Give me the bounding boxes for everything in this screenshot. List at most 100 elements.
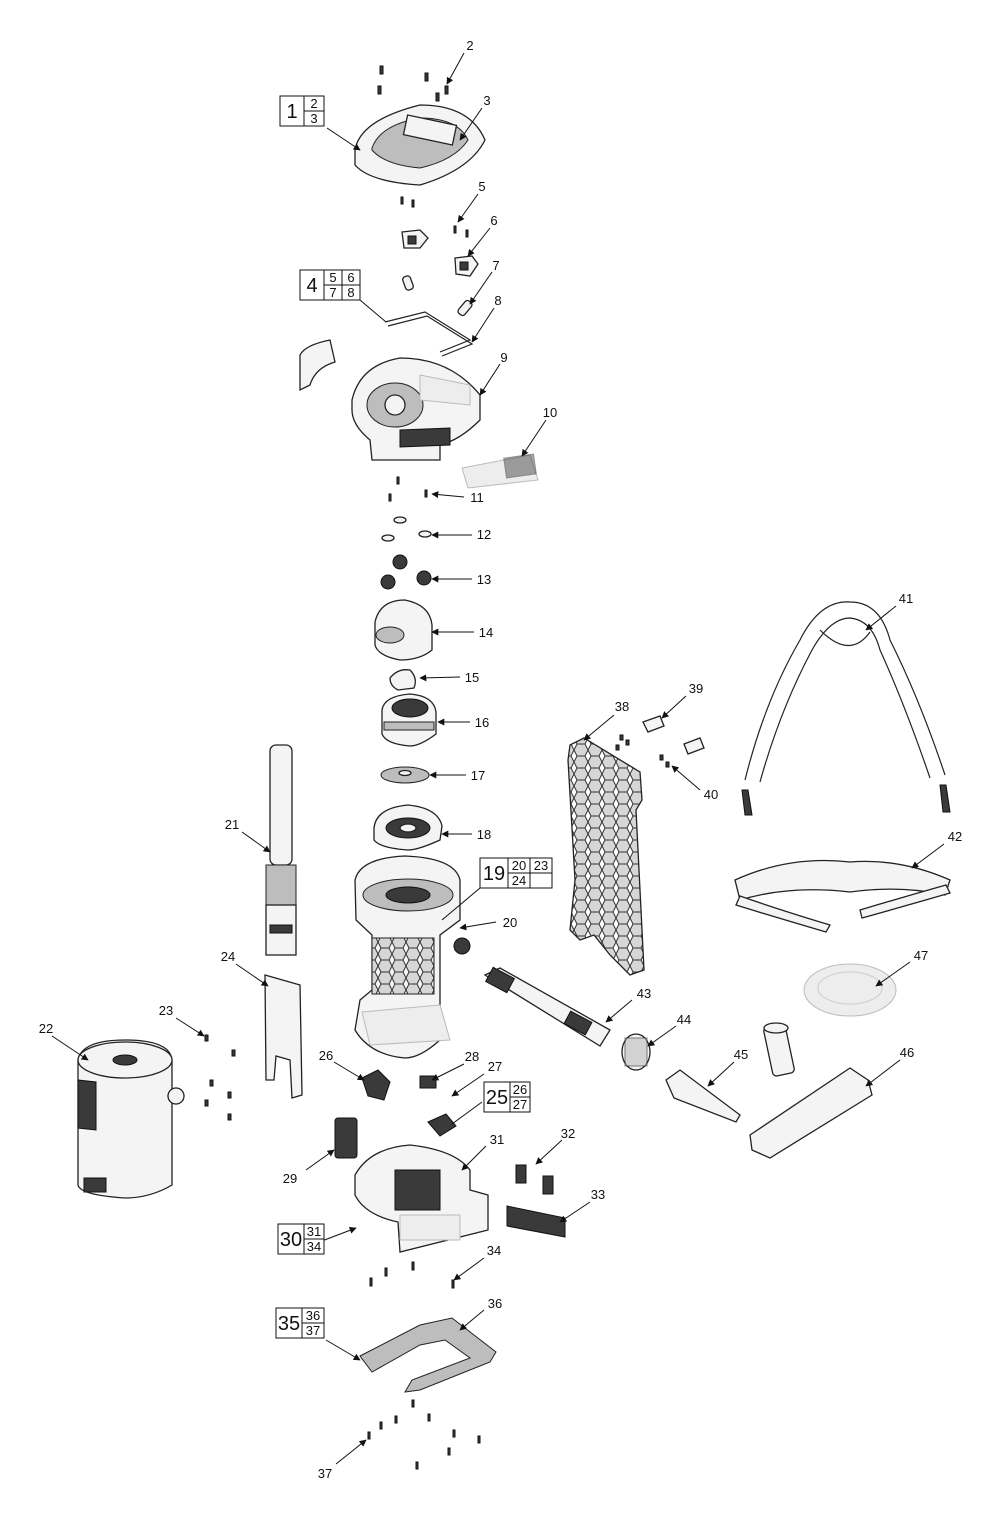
assembly-sub-number: 31 (307, 1224, 321, 1239)
callout-47: 47 (914, 948, 928, 963)
clips-39 (615, 715, 705, 755)
screws-34 (369, 1261, 455, 1289)
callout-24: 24 (221, 949, 235, 964)
screws-23 (204, 1034, 236, 1121)
callout-39: 39 (689, 681, 703, 696)
assembly-sub-number: 36 (306, 1308, 320, 1323)
callout-18: 18 (477, 827, 491, 842)
callout-20: 20 (503, 915, 517, 930)
canister-part (77, 1039, 185, 1199)
callout-45: 45 (734, 1047, 748, 1062)
assembly-main-number: 25 (486, 1087, 508, 1109)
bottom-frame-part (359, 1317, 497, 1393)
wire-rod-part (384, 311, 474, 357)
assembly-sub-number: 6 (347, 270, 354, 285)
filter-cap-part (803, 963, 897, 1017)
pin-parts (402, 275, 473, 317)
springs-32 (515, 1164, 554, 1195)
grommets-13 (380, 554, 432, 590)
latch-parts (401, 229, 479, 277)
callout-34: 34 (487, 1243, 501, 1258)
callout-13: 13 (477, 572, 491, 587)
washers-12 (381, 516, 432, 542)
callout-8: 8 (494, 293, 501, 308)
assembly-main-number: 35 (278, 1313, 300, 1335)
trigger-part (361, 1069, 391, 1101)
screws-40 (659, 754, 670, 768)
assembly-boxes: 1 2 3 4 5 6 7 8 19 20 23 24 (275, 95, 553, 1339)
callout-7: 7 (492, 258, 499, 273)
wand-part (483, 966, 611, 1047)
callout-41: 41 (899, 591, 913, 606)
motor-part (381, 693, 437, 747)
callout-2: 2 (466, 38, 473, 53)
callout-labels: 2 3 5 6 7 8 9 10 11 12 13 14 15 16 17 18… (39, 38, 962, 1481)
fan-disc-part (380, 766, 430, 784)
assembly-sub-number: 2 (310, 96, 317, 111)
screw-group-top (377, 65, 449, 102)
floor-tool-part (749, 1022, 873, 1159)
assembly-sub-number: 3 (310, 111, 317, 126)
filter-pad-part (461, 454, 539, 489)
assembly-sub-number: 34 (307, 1239, 321, 1254)
callout-14: 14 (479, 625, 493, 640)
callout-42: 42 (948, 829, 962, 844)
waist-belt-part (734, 859, 951, 933)
assembly-sub-number: 5 (329, 270, 336, 285)
terminal-strip-part (506, 1205, 566, 1238)
assembly-box-19: 19 20 23 24 (479, 857, 553, 889)
callout-31: 31 (490, 1132, 504, 1147)
assembly-box-4: 4 5 6 7 8 (299, 269, 361, 301)
callout-37: 37 (318, 1466, 332, 1481)
callout-15: 15 (465, 670, 479, 685)
callout-22: 22 (39, 1021, 53, 1036)
callout-40: 40 (704, 787, 718, 802)
assembly-main-number: 1 (286, 101, 297, 123)
tube-part (265, 744, 297, 956)
callout-5: 5 (478, 179, 485, 194)
callout-32: 32 (561, 1126, 575, 1141)
callout-23: 23 (159, 1003, 173, 1018)
assembly-box-25: 25 26 27 (483, 1081, 531, 1113)
callout-10: 10 (543, 405, 557, 420)
assembly-sub-number: 27 (513, 1097, 527, 1112)
switch-part (419, 1075, 437, 1089)
callout-6: 6 (490, 213, 497, 228)
side-clip-part (299, 339, 336, 392)
battery-contact-part (334, 1117, 358, 1159)
assembly-sub-number: 24 (512, 873, 526, 888)
callout-46: 46 (900, 1045, 914, 1060)
callout-9: 9 (500, 350, 507, 365)
assembly-sub-number: 23 (534, 858, 548, 873)
bracket-part (264, 974, 303, 1099)
impeller-housing-part (373, 804, 443, 851)
callout-3: 3 (483, 93, 490, 108)
callout-17: 17 (471, 768, 485, 783)
callout-33: 33 (591, 1187, 605, 1202)
assembly-sub-number: 8 (347, 285, 354, 300)
assembly-main-number: 30 (280, 1229, 302, 1251)
callout-11: 11 (470, 490, 484, 505)
callout-29: 29 (283, 1171, 297, 1186)
assembly-sub-number: 7 (329, 285, 336, 300)
part-drawings (77, 65, 951, 1470)
back-frame-part (567, 737, 645, 976)
upper-housing-part (351, 357, 481, 461)
assembly-main-number: 4 (306, 275, 317, 297)
screw-pair (400, 196, 469, 238)
callout-27: 27 (488, 1059, 502, 1074)
motor-cap-part (374, 599, 433, 661)
callout-43: 43 (637, 986, 651, 1001)
callout-21: 21 (225, 817, 239, 832)
assembly-sub-number: 26 (513, 1082, 527, 1097)
assembly-sub-number: 20 (512, 858, 526, 873)
shoulder-harness-part (741, 601, 951, 816)
callout-26: 26 (319, 1048, 333, 1063)
top-cover-part (354, 104, 486, 186)
callout-12: 12 (477, 527, 491, 542)
assembly-box-30: 30 31 34 (277, 1223, 325, 1255)
coupler-part (621, 1033, 651, 1071)
callout-38: 38 (615, 699, 629, 714)
assembly-box-35: 35 36 37 (275, 1307, 325, 1339)
